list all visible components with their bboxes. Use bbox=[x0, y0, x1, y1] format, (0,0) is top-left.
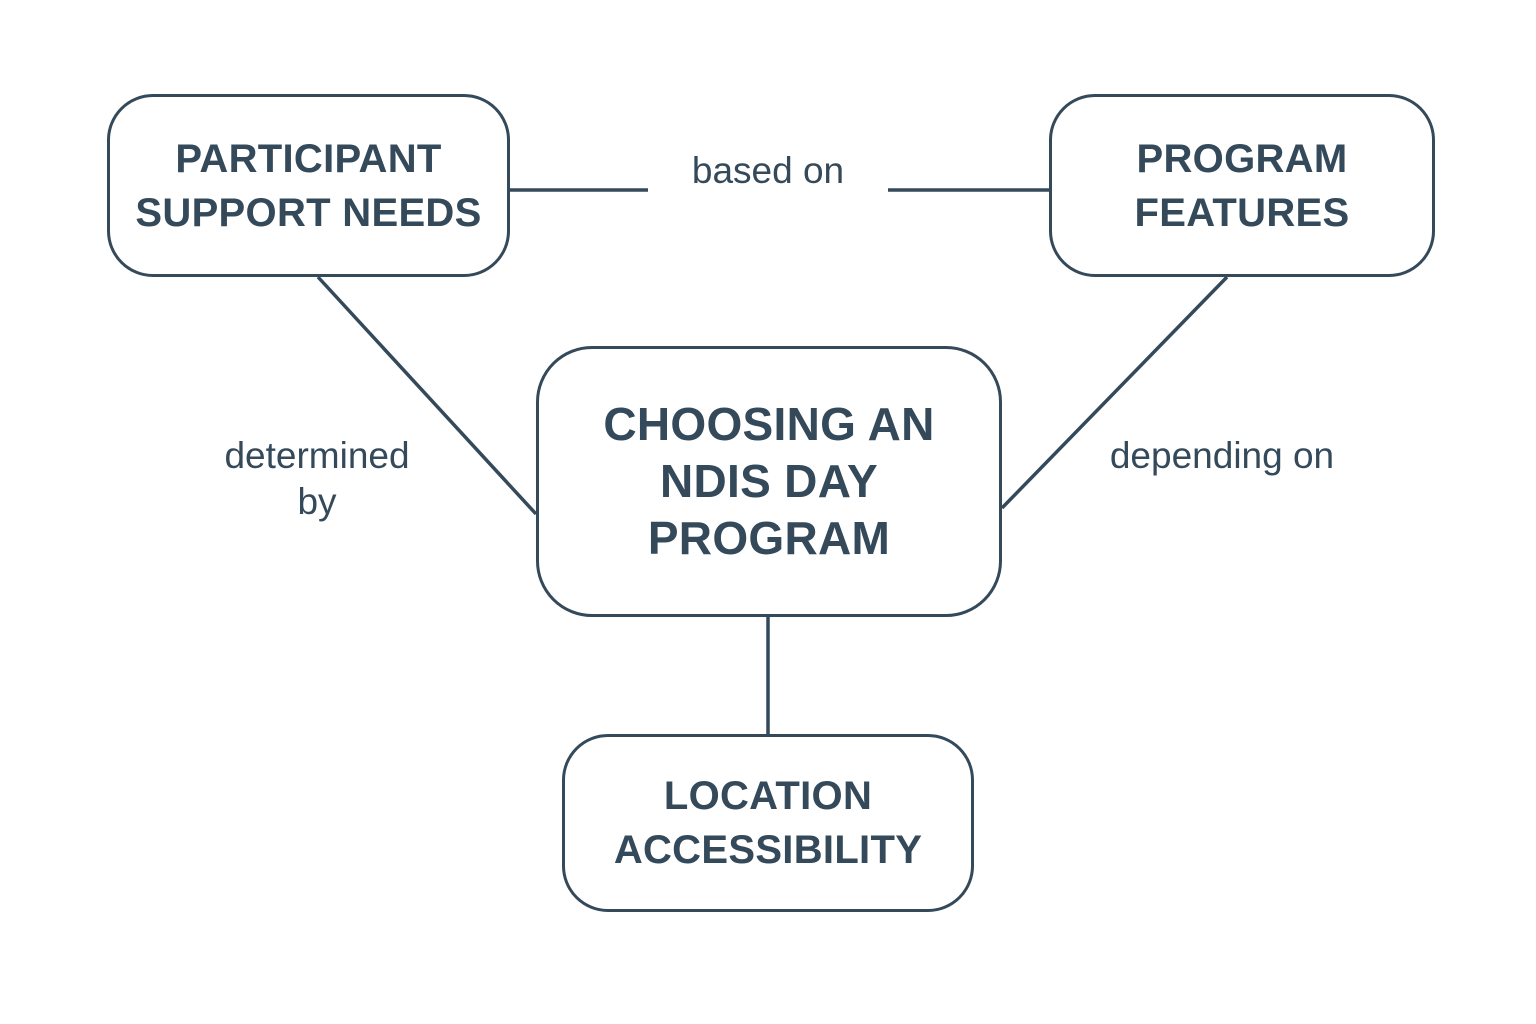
edge-label-depending-on: depending on bbox=[1082, 433, 1362, 479]
edge-label-line: determined bbox=[224, 435, 410, 476]
node-label-line: ACCESSIBILITY bbox=[613, 828, 923, 872]
connector-features-to-center bbox=[1000, 275, 1229, 510]
edge-label-line: depending on bbox=[1109, 435, 1335, 476]
node-choosing-ndis-day-program: CHOOSING AN NDIS DAY PROGRAM bbox=[536, 346, 1002, 617]
node-label-line: NDIS DAY bbox=[660, 455, 878, 507]
node-location-accessibility: LOCATION ACCESSIBILITY bbox=[562, 734, 974, 912]
connector-needs-to-center bbox=[316, 275, 538, 516]
node-label-line: SUPPORT NEEDS bbox=[135, 190, 482, 235]
node-label-line: LOCATION bbox=[663, 774, 873, 818]
node-program-features: PROGRAM FEATURES bbox=[1049, 94, 1435, 277]
edge-label-line: by bbox=[297, 481, 337, 522]
edge-label-determined-by: determined by bbox=[187, 433, 447, 525]
node-label-line: PROGRAM bbox=[647, 512, 891, 564]
node-label-line: PARTICIPANT bbox=[175, 136, 442, 181]
node-label-line: PROGRAM bbox=[1136, 136, 1348, 181]
edge-label-line: based on bbox=[691, 150, 845, 191]
node-label-line: FEATURES bbox=[1134, 190, 1350, 235]
edge-label-based-on: based on bbox=[648, 148, 888, 194]
node-participant-support-needs: PARTICIPANT SUPPORT NEEDS bbox=[107, 94, 510, 277]
node-label-line: CHOOSING AN bbox=[603, 398, 935, 450]
